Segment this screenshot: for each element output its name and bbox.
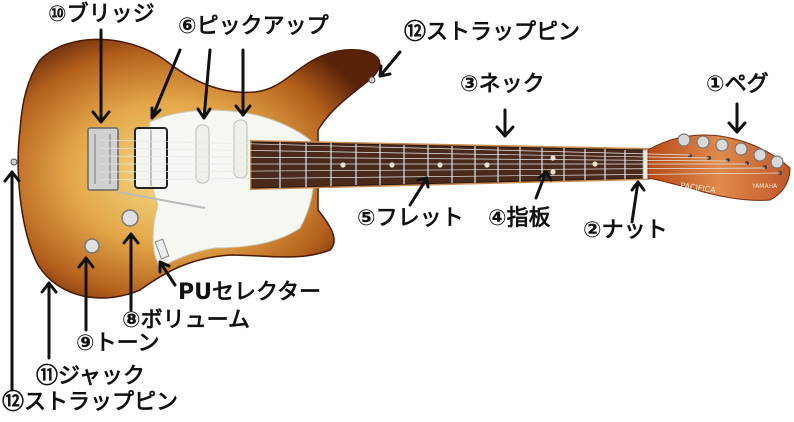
bridge-plate: [87, 127, 119, 191]
single-coil-pickup-middle: [195, 124, 210, 184]
single-coil-pickup-neck: [233, 119, 248, 179]
arrow-strap-pin-top: [378, 50, 402, 78]
label-pu-selector: PUセレクター: [178, 280, 322, 305]
headstock-brand-logo: YAMAHA: [751, 183, 778, 190]
arrow-volume: [122, 232, 140, 312]
tone-knob: [84, 238, 100, 254]
label-fret: ⑤フレット: [357, 206, 464, 231]
tuning-pegs: [677, 133, 784, 169]
arrow-pickup-2: [196, 48, 212, 120]
arrow-strap-pin-bottom: [3, 170, 21, 392]
arrow-pu-selector: [158, 260, 177, 287]
volume-knob: [121, 209, 139, 227]
pickup-selector-switch: [154, 238, 170, 260]
label-volume: ⑧ボリューム: [122, 308, 250, 333]
arrow-neck: [495, 108, 515, 138]
arrow-fret: [408, 176, 430, 207]
label-neck: ③ネック: [460, 72, 545, 97]
label-bridge: ⑩ブリッジ: [48, 2, 155, 27]
tremolo-arm: [117, 191, 206, 209]
arrow-peg: [727, 102, 747, 134]
pointer-arrows: [3, 28, 747, 392]
headstock: [647, 134, 791, 201]
label-tone: ⑨トーン: [76, 331, 160, 356]
arrow-fingerboard: [534, 170, 553, 200]
label-strap-pin-top: ⑫ストラップピン: [404, 20, 581, 45]
strings: [99, 139, 781, 181]
arrow-pickup-3: [234, 48, 252, 117]
label-jack: ⑪ジャック: [36, 364, 145, 389]
strap-pin-top: [368, 76, 376, 84]
arrow-bridge: [91, 28, 111, 124]
arrow-nut: [630, 180, 646, 224]
arrow-tone: [77, 256, 95, 332]
strap-pin-bottom: [10, 158, 18, 166]
arrow-jack: [40, 281, 58, 360]
arrow-pickup-1: [150, 48, 182, 120]
label-strap-pin-bottom: ⑫ストラップピン: [2, 390, 179, 415]
label-pickup: ⑥ピックアップ: [178, 14, 329, 39]
label-nut: ②ナット: [583, 218, 668, 243]
label-peg: ①ペグ: [706, 72, 769, 97]
label-fingerboard: ④指板: [488, 206, 551, 231]
